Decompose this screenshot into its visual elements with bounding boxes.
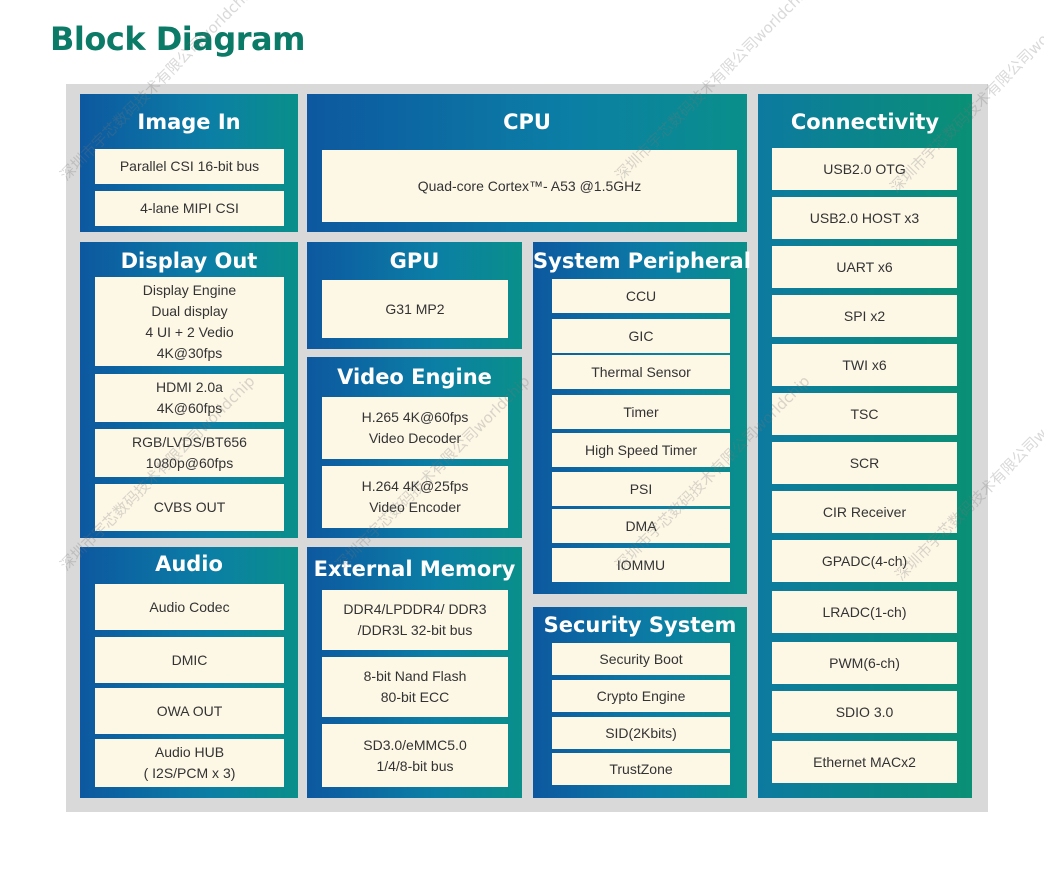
block-display-out: Display Out Display Engine Dual display … xyxy=(80,242,298,538)
block-item: Timer xyxy=(552,395,730,429)
block-security-system: Security System Security Boot Crypto Eng… xyxy=(533,607,747,798)
block-item: PWM(6-ch) xyxy=(772,642,957,684)
block-title: GPU xyxy=(389,249,440,273)
block-item: High Speed Timer xyxy=(552,433,730,467)
block-item: Crypto Engine xyxy=(552,680,730,712)
block-title: External Memory xyxy=(313,557,516,581)
block-item: DMIC xyxy=(95,637,284,683)
block-item: GIC xyxy=(552,319,730,353)
block-item: Quad-core Cortex™- A53 @1.5GHz xyxy=(322,150,737,222)
block-item: Parallel CSI 16-bit bus xyxy=(95,149,284,184)
block-item: DMA xyxy=(552,509,730,543)
block-audio: Audio Audio Codec DMIC OWA OUT Audio HUB… xyxy=(80,547,298,798)
block-item: IOMMU xyxy=(552,548,730,582)
block-item: TrustZone xyxy=(552,753,730,785)
block-item: SD3.0/eMMC5.0 1/4/8-bit bus xyxy=(322,724,508,787)
block-gpu: GPU G31 MP2 xyxy=(307,242,522,349)
block-system-peripheral: System Peripheral CCU GIC Thermal Sensor… xyxy=(533,242,751,594)
block-connectivity: Connectivity USB2.0 OTG USB2.0 HOST x3 U… xyxy=(758,94,972,798)
block-item: SCR xyxy=(772,442,957,484)
block-title: Connectivity xyxy=(790,110,940,134)
block-title: Security System xyxy=(543,613,737,637)
block-title: CPU xyxy=(503,110,551,134)
block-title: Display Out xyxy=(120,249,258,273)
block-item: Audio HUB ( I2S/PCM x 3) xyxy=(95,739,284,787)
block-item: USB2.0 HOST x3 xyxy=(772,197,957,239)
block-title: Image In xyxy=(137,110,241,134)
block-item: TWI x6 xyxy=(772,344,957,386)
block-title: System Peripheral xyxy=(533,249,751,273)
block-item: OWA OUT xyxy=(95,688,284,734)
block-item: SPI x2 xyxy=(772,295,957,337)
block-item: Ethernet MACx2 xyxy=(772,741,957,783)
block-item: SID(2Kbits) xyxy=(552,717,730,749)
block-external-memory: External Memory DDR4/LPDDR4/ DDR3 /DDR3L… xyxy=(307,547,522,798)
block-item: H.265 4K@60fps Video Decoder xyxy=(322,397,508,459)
block-item: PSI xyxy=(552,472,730,506)
block-video-engine: Video Engine H.265 4K@60fps Video Decode… xyxy=(307,357,522,538)
block-item: CIR Receiver xyxy=(772,491,957,533)
block-item: Security Boot xyxy=(552,643,730,675)
block-image-in: Image In Parallel CSI 16-bit bus 4-lane … xyxy=(80,94,298,232)
block-item: TSC xyxy=(772,393,957,435)
block-item: HDMI 2.0a 4K@60fps xyxy=(95,374,284,422)
block-item: Display Engine Dual display 4 UI + 2 Ved… xyxy=(95,277,284,366)
block-item: RGB/LVDS/BT656 1080p@60fps xyxy=(95,429,284,477)
block-item: CCU xyxy=(552,279,730,313)
block-item: H.264 4K@25fps Video Encoder xyxy=(322,466,508,528)
block-item: GPADC(4-ch) xyxy=(772,540,957,582)
block-item: 8-bit Nand Flash 80-bit ECC xyxy=(322,657,508,717)
block-item: 4-lane MIPI CSI xyxy=(95,191,284,226)
block-title: Audio xyxy=(155,552,223,576)
block-item: DDR4/LPDDR4/ DDR3 /DDR3L 32-bit bus xyxy=(322,590,508,650)
block-item: SDIO 3.0 xyxy=(772,691,957,733)
block-item: G31 MP2 xyxy=(322,280,508,338)
block-item: Thermal Sensor xyxy=(552,355,730,389)
block-title: Video Engine xyxy=(337,365,492,389)
block-item: CVBS OUT xyxy=(95,484,284,531)
block-item: Audio Codec xyxy=(95,584,284,630)
block-item: LRADC(1-ch) xyxy=(772,591,957,633)
page-title: Block Diagram xyxy=(50,20,305,58)
block-item: UART x6 xyxy=(772,246,957,288)
block-item: USB2.0 OTG xyxy=(772,148,957,190)
block-cpu: CPU Quad-core Cortex™- A53 @1.5GHz xyxy=(307,94,747,232)
